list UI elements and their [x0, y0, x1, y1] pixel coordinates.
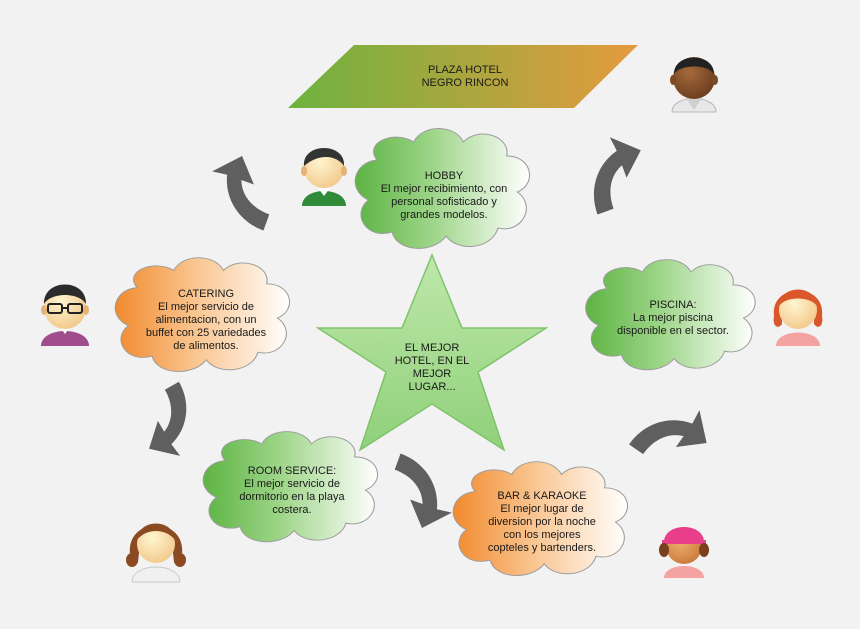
arrow-bottom-right [629, 388, 720, 481]
person-icon [670, 57, 718, 113]
arrow-top-right [574, 128, 657, 215]
hobby-text: HOBBY El mejor recibimiento, con persona… [364, 166, 524, 226]
cloud-line: disponible en el sector. [617, 324, 729, 337]
star-line: LUGAR... [408, 381, 456, 393]
star-line: MEJOR [412, 368, 452, 380]
cloud-heading: ROOM SERVICE: [247, 465, 337, 477]
title-banner [288, 45, 638, 108]
cloud-line: personal sofisticado y [391, 196, 497, 208]
title-line: NEGRO RINCON [421, 77, 509, 89]
cloud-heading: CATERING [177, 287, 235, 300]
cloud-line: grandes modelos. [400, 209, 488, 221]
cloud-line: buffet con 25 variedades [145, 326, 267, 339]
arrow-bottom-middle [379, 453, 465, 536]
person-icon [126, 523, 186, 583]
cloud-line: El mejor servicio de [244, 478, 340, 490]
cloud-line: El mejor lugar de [500, 502, 584, 515]
cloud-line: El mejor recibimiento, con [380, 183, 508, 195]
cloud-heading: PISCINA: [649, 298, 697, 311]
cloud-heading: HOBBY [424, 170, 464, 182]
title-banner-text: PLAZA HOTEL NEGRO RINCON [390, 62, 540, 92]
arrow-left-down [127, 381, 212, 468]
room-service-text: ROOM SERVICE: El mejor servicio de dormi… [214, 462, 370, 520]
cloud-line: La mejor piscina [632, 311, 714, 324]
cloud-line: con los mejores [503, 528, 581, 541]
cloud-heading: BAR & KARAOKE [497, 489, 587, 502]
cloud-line: dormitorio en la playa [239, 491, 345, 503]
person-icon [659, 527, 709, 578]
cloud-line: El mejor servicio de [158, 300, 254, 313]
star-line: EL MEJOR [404, 342, 460, 354]
person-icon [301, 148, 347, 206]
center-star-text: EL MEJOR HOTEL, EN EL MEJOR LUGAR... [382, 340, 482, 396]
center-star [315, 253, 549, 452]
cloud-line: alimentacion, con un [155, 313, 257, 326]
star-line: HOTEL, EN EL [394, 355, 470, 367]
cloud-line: costera. [272, 504, 312, 516]
bar-karaoke-text: BAR & KARAOKE El mejor lugar de diversio… [462, 486, 622, 558]
piscina-text: PISCINA: La mejor piscina disponible en … [596, 298, 750, 338]
arrow-top-left [199, 148, 285, 231]
cloud-line: diversion por la noche [488, 515, 596, 528]
catering-text: CATERING El mejor servicio de alimentaci… [124, 284, 288, 356]
person-icon [41, 284, 89, 346]
cloud-line: copteles y bartenders. [487, 541, 597, 554]
cloud-line: de alimentos. [173, 339, 239, 352]
person-icon [773, 289, 823, 346]
title-line: PLAZA HOTEL [428, 64, 502, 76]
